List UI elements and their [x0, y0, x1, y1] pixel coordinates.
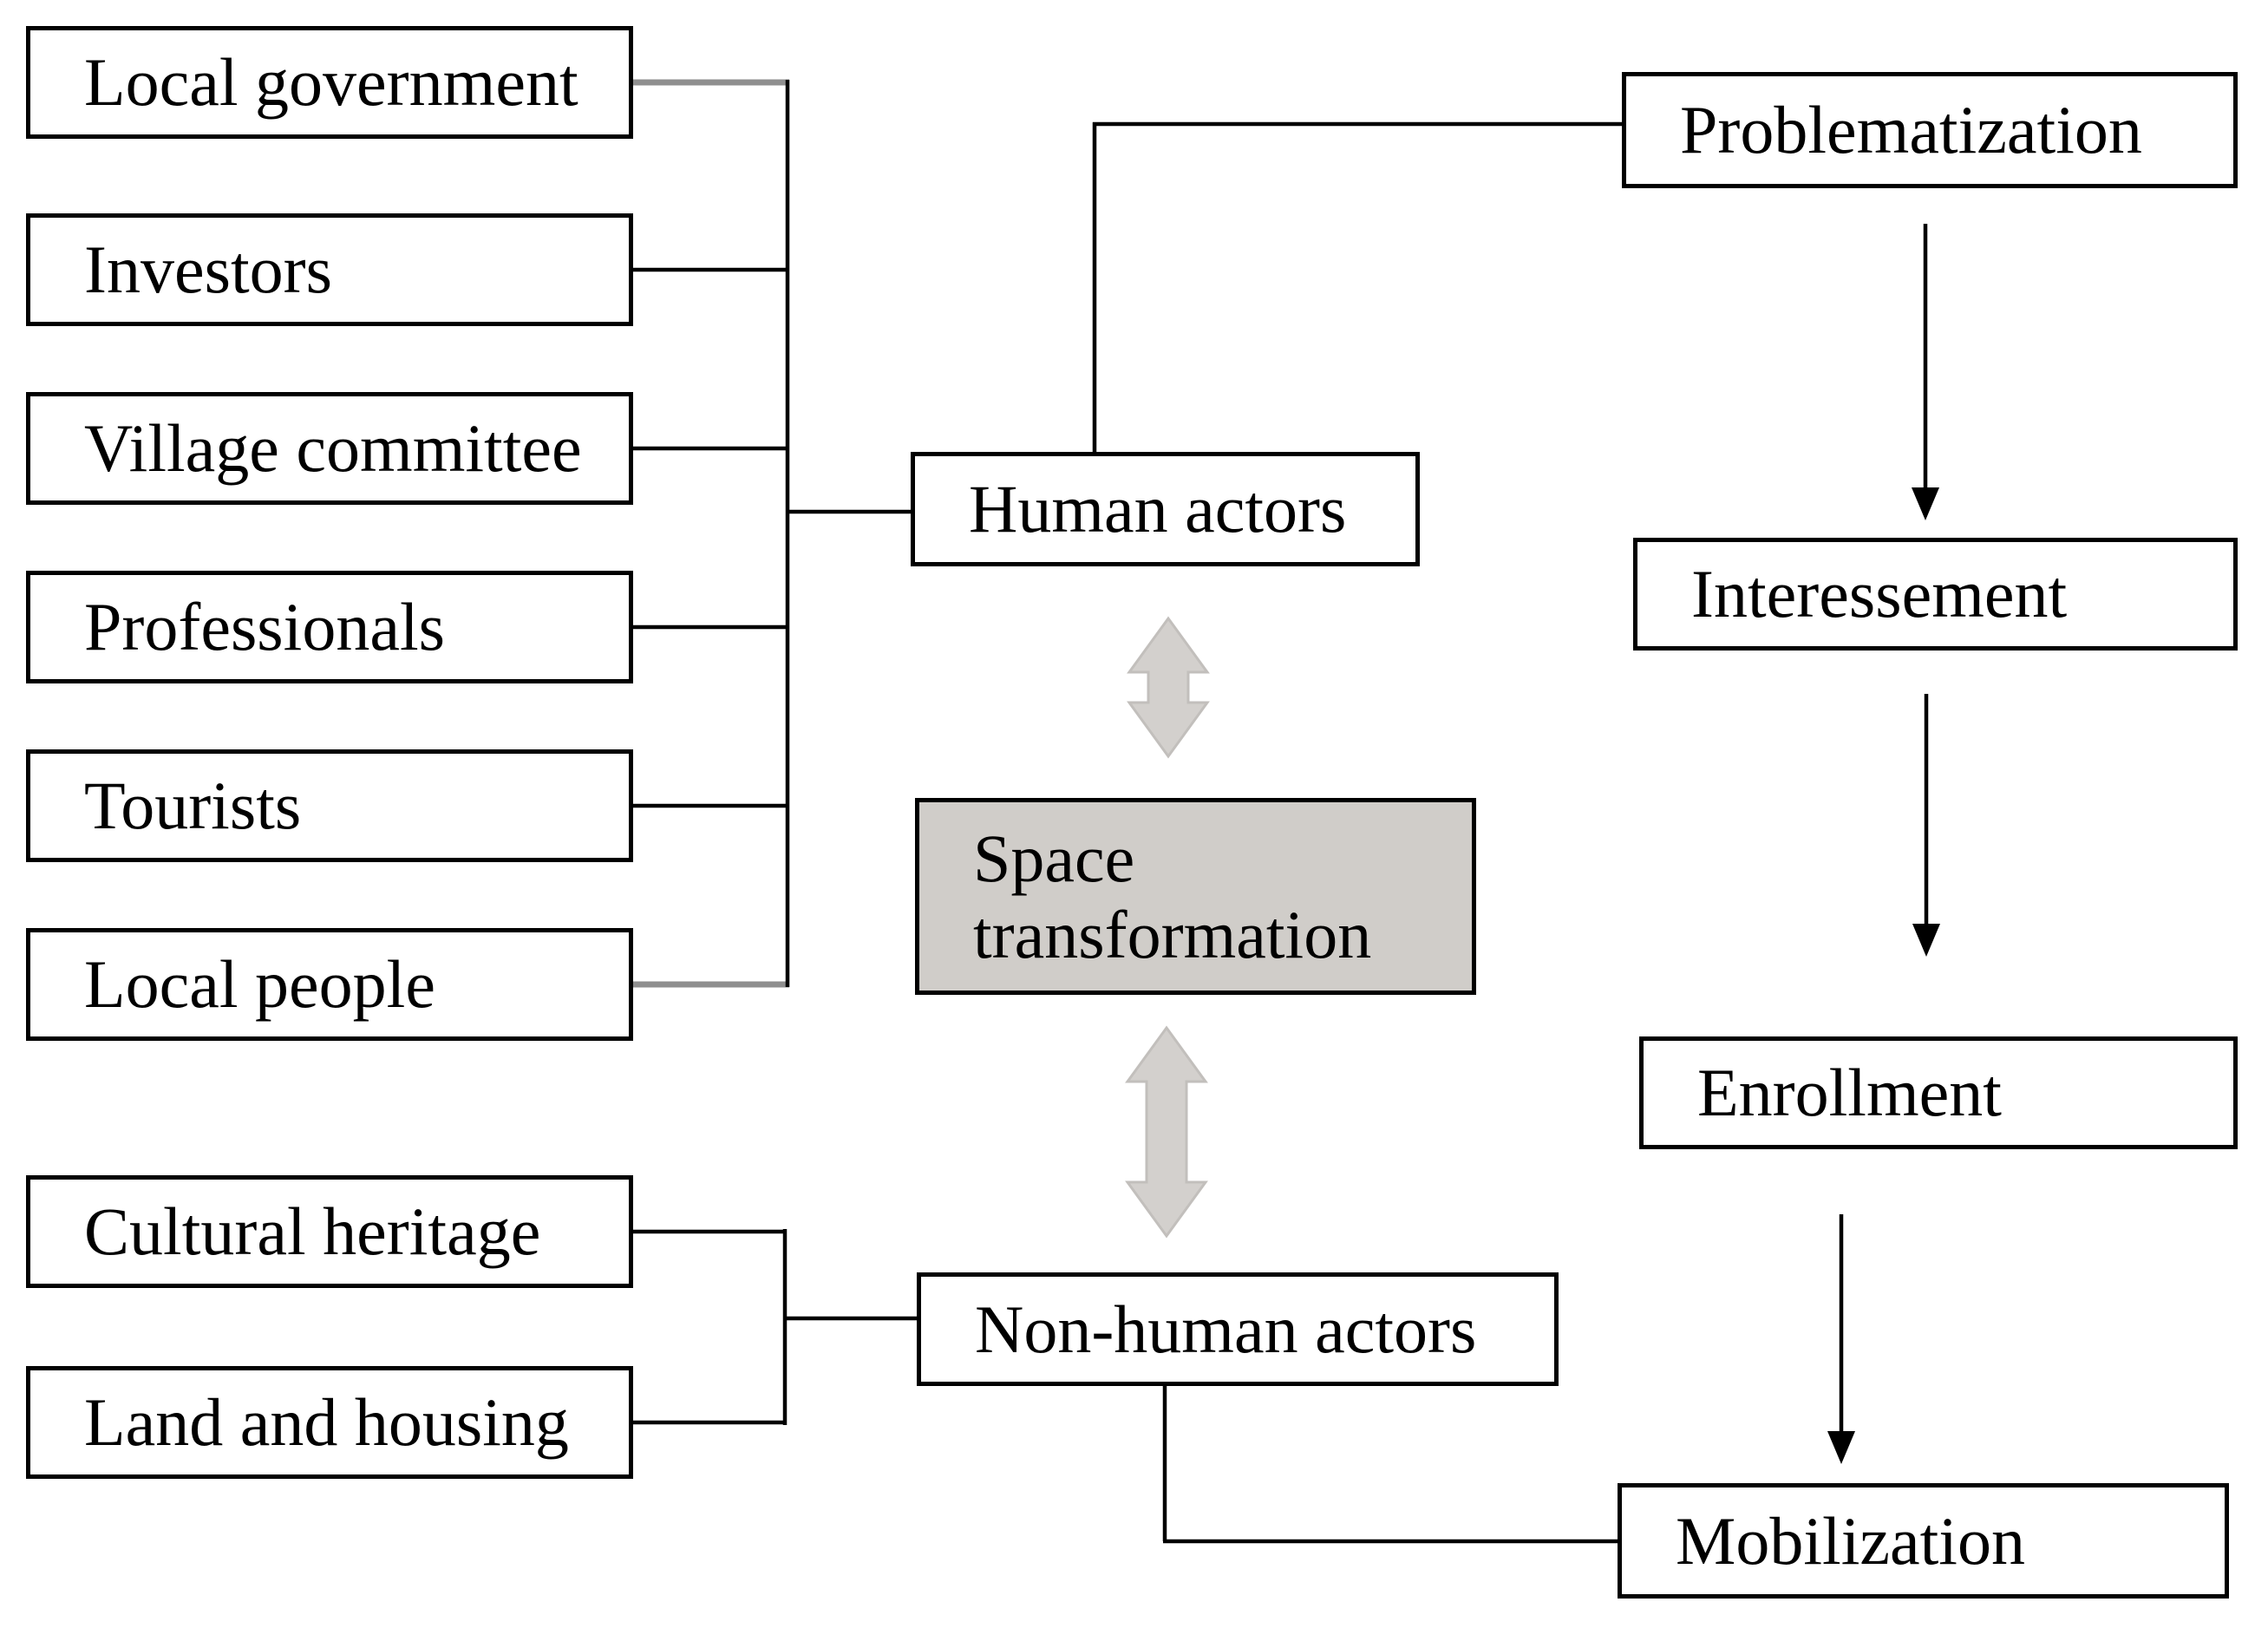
- box-space-transformation: Space transformation: [915, 798, 1476, 995]
- box-problematization: Problematization: [1622, 72, 2238, 188]
- box-non-human-actors: Non-human actors: [917, 1272, 1559, 1386]
- box-professionals: Professionals: [26, 571, 633, 683]
- box-cultural-heritage: Cultural heritage: [26, 1175, 633, 1288]
- arrow-interessement-to-enrollment-icon: [1912, 694, 1940, 957]
- box-interessement: Interessement: [1633, 538, 2238, 651]
- box-local-people: Local people: [26, 928, 633, 1041]
- box-human-actors: Human actors: [911, 452, 1420, 566]
- double-arrow-human-space-icon: [1127, 616, 1210, 759]
- box-mobilization: Mobilization: [1618, 1483, 2229, 1599]
- arrow-enrollment-to-mobilization-icon: [1827, 1214, 1855, 1464]
- box-local-government: Local government: [26, 26, 633, 139]
- box-land-and-housing: Land and housing: [26, 1366, 633, 1479]
- box-enrollment: Enrollment: [1639, 1036, 2238, 1149]
- arrow-problematization-to-interessement-icon: [1912, 224, 1939, 520]
- box-tourists: Tourists: [26, 749, 633, 862]
- box-village-committee: Village committee: [26, 392, 633, 505]
- box-investors: Investors: [26, 213, 633, 326]
- double-arrow-space-nonhuman-icon: [1125, 1025, 1208, 1239]
